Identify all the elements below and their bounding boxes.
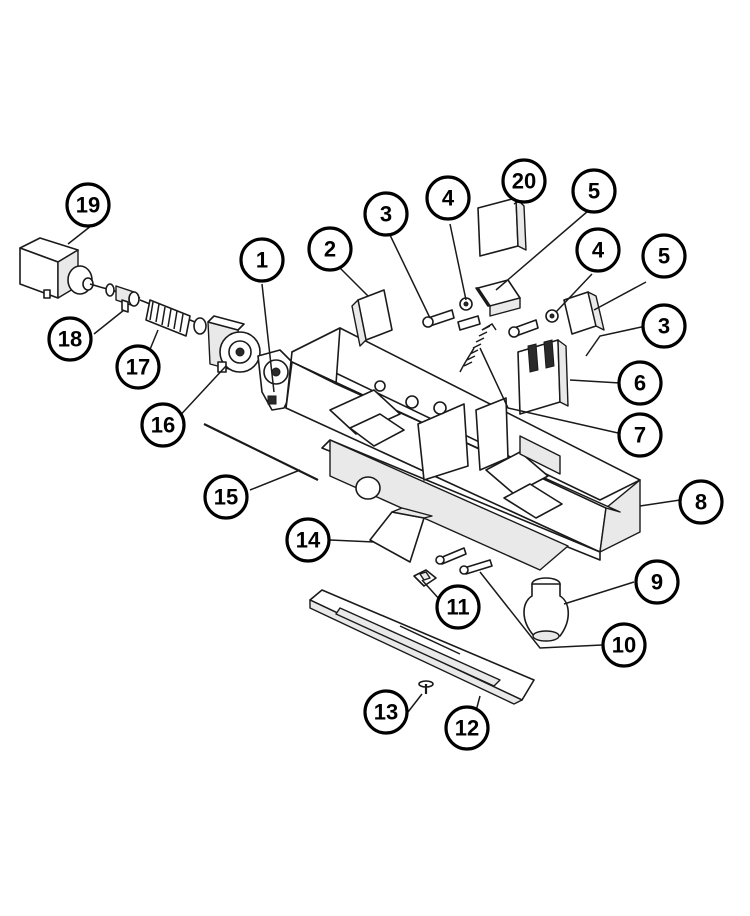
- callout-20: 20: [501, 158, 547, 204]
- callout-16-label: 16: [151, 413, 175, 438]
- screw-part-right: [508, 319, 539, 338]
- callout-12-label: 12: [455, 716, 479, 741]
- small-screw-part: [418, 680, 434, 694]
- callout-13-label: 13: [374, 700, 398, 725]
- callout-19-label: 19: [76, 193, 100, 218]
- callout-17: 17: [115, 344, 161, 390]
- coupling-part: [99, 283, 141, 313]
- spring-part: [459, 322, 497, 373]
- base-plate-part: [309, 589, 535, 705]
- callout-20-label: 20: [512, 169, 536, 194]
- callout-16: 16: [140, 402, 186, 448]
- knob-part: [523, 577, 570, 642]
- callout-2-label: 2: [324, 237, 336, 262]
- callout-1-label: 1: [256, 248, 268, 273]
- callout-8-label: 8: [695, 490, 707, 515]
- callout-3-right-label: 3: [658, 314, 670, 339]
- washer-part-left: [457, 297, 481, 331]
- callout-5-right-label: 5: [658, 244, 670, 269]
- callout-18-label: 18: [58, 327, 82, 352]
- callout-7: 7: [617, 412, 663, 458]
- callout-3-left: 3: [363, 191, 409, 237]
- rod-part: [203, 423, 319, 481]
- callout-8: 8: [678, 479, 724, 525]
- callout-2: 2: [307, 226, 353, 272]
- callout-9: 9: [634, 559, 680, 605]
- callout-12: 12: [444, 705, 490, 751]
- callout-4-left-label: 4: [442, 186, 455, 211]
- callout-13: 13: [363, 689, 409, 735]
- callout-15-label: 15: [214, 485, 238, 510]
- callout-3-right: 3: [641, 303, 687, 349]
- callout-14: 14: [285, 517, 331, 563]
- micro-switch-part-left: [475, 279, 521, 317]
- screws-part: [435, 547, 493, 575]
- callout-17-label: 17: [126, 355, 150, 380]
- callout-4-right: 4: [575, 227, 621, 273]
- callout-10: 10: [601, 622, 647, 668]
- callout-18: 18: [47, 316, 93, 362]
- pedestal-part: [369, 507, 433, 563]
- callout-7-label: 7: [634, 423, 646, 448]
- bracket-part: [351, 289, 393, 347]
- clip-part: [413, 569, 437, 587]
- callout-5-left: 5: [571, 168, 617, 214]
- cover-plate-part: [477, 197, 527, 257]
- callout-1: 1: [239, 237, 285, 283]
- callout-6-label: 6: [634, 371, 646, 396]
- micro-switch-part-right: [563, 291, 605, 335]
- callout-4-left: 4: [425, 175, 471, 221]
- callout-14-label: 14: [296, 528, 321, 553]
- callout-5-left-label: 5: [588, 179, 600, 204]
- gear-housing-part: [207, 315, 261, 373]
- callout-9-label: 9: [651, 570, 663, 595]
- callout-4-right-label: 4: [592, 238, 605, 263]
- callout-10-label: 10: [612, 633, 636, 658]
- callout-3-left-label: 3: [380, 202, 392, 227]
- washer-part-right: [545, 309, 559, 323]
- callout-11: 11: [435, 584, 481, 630]
- callout-19: 19: [65, 182, 111, 228]
- callout-11-label: 11: [446, 595, 469, 620]
- callout-5-right: 5: [641, 233, 687, 279]
- screw-part-left: [422, 309, 455, 328]
- callout-6: 6: [617, 360, 663, 406]
- callout-15: 15: [203, 474, 249, 520]
- motor-part: [19, 237, 101, 299]
- worm-gear-part: [139, 299, 207, 337]
- leader-lines: [67, 198, 681, 727]
- switch-block-part: [517, 339, 569, 415]
- main-housing-part: [285, 327, 641, 571]
